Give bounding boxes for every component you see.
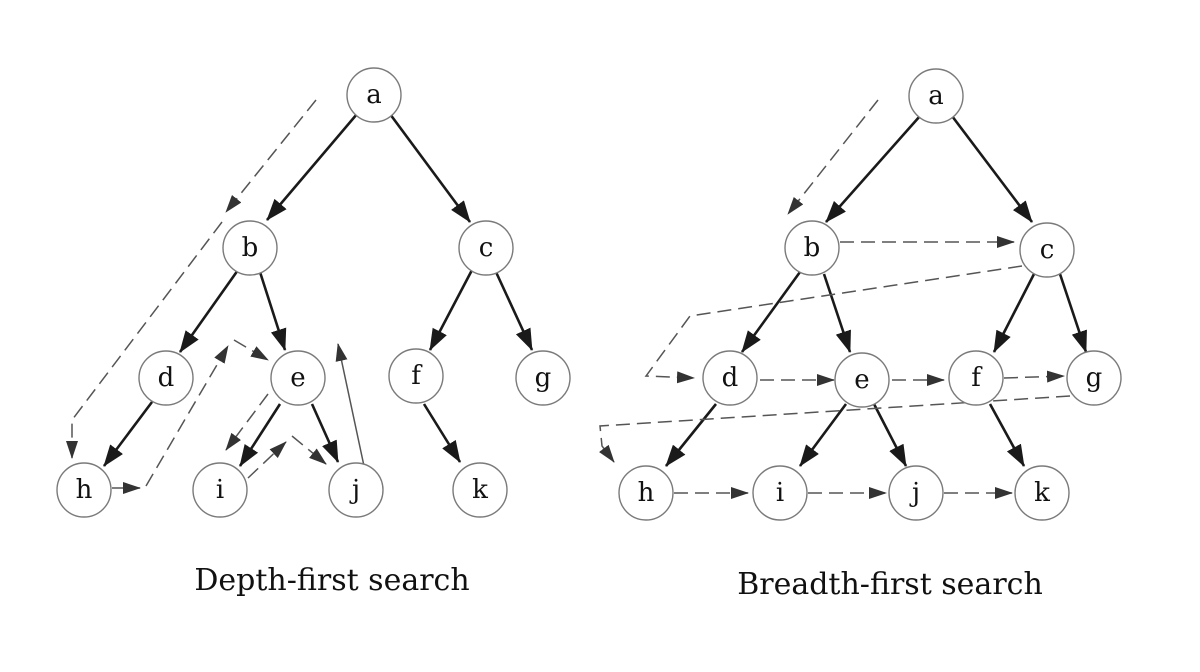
bfs-trav-a-b: [787, 99, 879, 215]
dfs-node-d: d: [138, 350, 194, 406]
dfs-traversal-path: [66, 99, 365, 494]
bfs-edge-a-c: [950, 115, 1034, 223]
bfs-trav-f-g: [1003, 370, 1065, 383]
dfs-node-h: h: [56, 462, 112, 518]
bfs-node-g: g: [1066, 350, 1122, 406]
bfs-tree-edges: [664, 115, 1088, 467]
dfs-edge-e-i: [238, 403, 282, 467]
dfs-edge-f-k: [422, 403, 462, 463]
dfs-edge-d-h: [102, 401, 154, 467]
dfs-edge-e-j: [310, 403, 340, 463]
svg-text:j: j: [349, 475, 360, 505]
svg-text:e: e: [290, 363, 305, 393]
dfs-nodes: a b c d e f g h i j k: [56, 67, 571, 518]
bfs-edge-b-e: [822, 273, 852, 353]
bfs-edge-c-g: [1058, 273, 1088, 353]
bfs-panel: a b c d e f g h i j k Breadth-first sear…: [599, 68, 1122, 602]
svg-text:a: a: [366, 80, 382, 110]
svg-text:b: b: [242, 233, 259, 263]
dfs-edge-c-g: [494, 271, 534, 351]
svg-text:g: g: [535, 363, 552, 393]
dfs-caption: Depth-first search: [194, 563, 469, 598]
bfs-node-j: j: [888, 465, 944, 521]
dfs-edge-c-f: [428, 269, 474, 351]
dfs-node-g: g: [515, 350, 571, 406]
bfs-traversal-path: [599, 99, 1071, 499]
svg-text:h: h: [76, 475, 93, 505]
dfs-node-e: e: [270, 350, 326, 406]
svg-text:b: b: [804, 233, 821, 263]
svg-text:d: d: [722, 363, 739, 393]
svg-text:a: a: [928, 81, 944, 111]
dfs-trav-j-up: [335, 343, 365, 467]
dfs-node-a: a: [346, 67, 402, 123]
bfs-node-c: c: [1019, 222, 1075, 278]
svg-text:i: i: [776, 478, 784, 508]
svg-text:i: i: [216, 475, 224, 505]
bfs-node-e: e: [834, 352, 890, 408]
bfs-node-h: h: [618, 465, 674, 521]
svg-text:f: f: [411, 361, 423, 391]
bfs-edge-c-f: [992, 273, 1036, 353]
dfs-node-j: j: [328, 462, 384, 518]
dfs-node-c: c: [458, 220, 514, 276]
dfs-trav-to-j: [291, 435, 327, 465]
dfs-node-k: k: [452, 462, 508, 518]
dfs-trav-b-h: [66, 221, 223, 459]
svg-text:f: f: [971, 363, 983, 393]
svg-text:e: e: [854, 365, 869, 395]
dfs-node-f: f: [388, 348, 444, 404]
dfs-node-i: i: [192, 462, 248, 518]
dfs-node-b: b: [222, 220, 278, 276]
dfs-edge-a-b: [266, 113, 358, 221]
bfs-edge-a-b: [825, 115, 921, 223]
svg-text:k: k: [1034, 478, 1050, 508]
bfs-node-f: f: [948, 350, 1004, 406]
svg-text:c: c: [479, 233, 494, 263]
svg-text:k: k: [472, 475, 488, 505]
svg-text:h: h: [638, 478, 655, 508]
bfs-trav-g-h: [599, 395, 1071, 463]
bfs-node-d: d: [702, 350, 758, 406]
dfs-trav-e-i: [225, 393, 269, 451]
bfs-caption: Breadth-first search: [737, 567, 1043, 602]
bfs-edge-e-j: [872, 403, 908, 467]
bfs-node-i: i: [752, 465, 808, 521]
bfs-edge-b-d: [740, 271, 802, 353]
dfs-edge-b-e: [258, 271, 287, 351]
bfs-node-b: b: [784, 220, 840, 276]
dfs-trav-to-e: [233, 339, 269, 361]
svg-text:c: c: [1040, 235, 1055, 265]
dfs-edge-a-c: [388, 113, 472, 223]
bfs-edge-f-k: [988, 403, 1026, 467]
bfs-node-a: a: [908, 68, 964, 124]
svg-text:j: j: [909, 478, 920, 508]
bfs-edge-e-i: [798, 403, 848, 467]
dfs-trav-a-b: [225, 99, 317, 213]
dfs-panel: a b c d e f g h i j k Depth-first search: [56, 67, 571, 598]
dfs-trav-i-j: [247, 441, 287, 479]
svg-text:d: d: [158, 363, 175, 393]
dfs-trav-h-up: [145, 345, 229, 487]
bfs-edge-d-h: [664, 403, 718, 467]
bfs-nodes: a b c d e f g h i j k: [618, 68, 1122, 521]
dfs-edge-b-d: [178, 269, 240, 353]
bfs-node-k: k: [1014, 465, 1070, 521]
svg-text:g: g: [1086, 363, 1103, 393]
dfs-tree-edges: [102, 113, 534, 467]
